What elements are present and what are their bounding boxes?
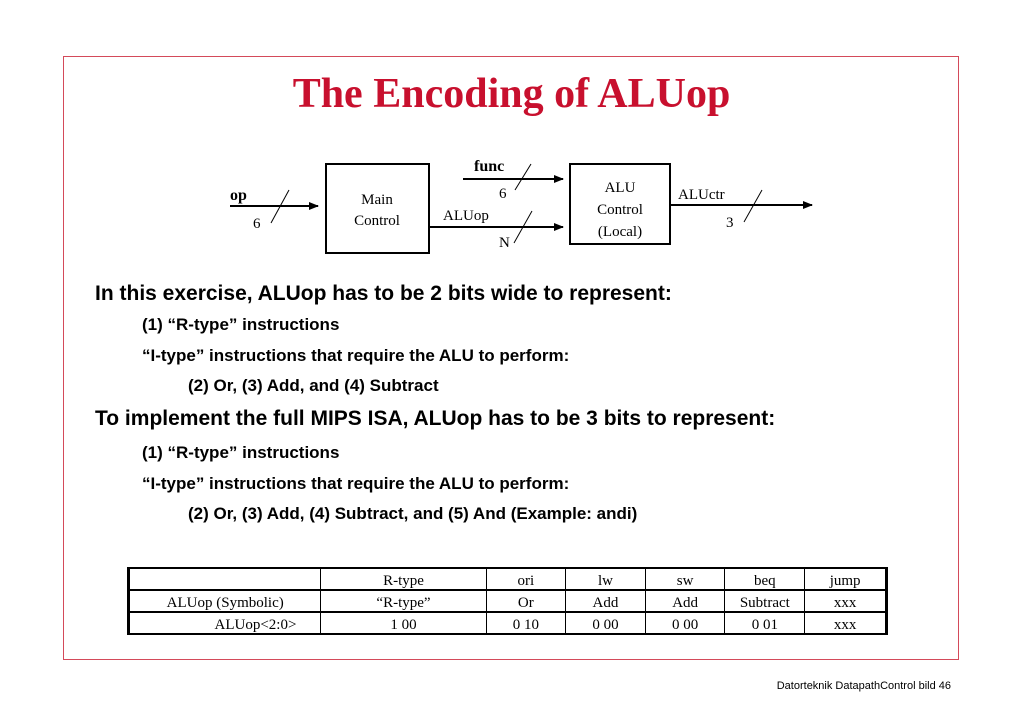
table-cell: 0 00 [644,611,726,635]
table-header-cell: jump [804,567,887,591]
body-line-3: “I-type” instructions that require the A… [142,346,570,365]
table-cell: Add [644,589,726,613]
func-width: 6 [499,186,507,202]
body-line-8: (2) Or, (3) Add, (4) Subtract, and (5) A… [188,504,638,523]
op-bus-slash [270,189,290,224]
main-control-label-1: Main [361,192,393,208]
func-label: func [474,158,504,175]
main-control-label-2: Control [354,213,400,229]
table-header-cell [127,567,322,591]
table-header-cell: sw [644,567,726,591]
table-cell: xxx [804,589,887,613]
table-row: ALUop (Symbolic) “R-type” Or Add Add Sub… [127,589,887,613]
control-diagram: op 6 Main Control func 6 ALUop N ALU Con… [230,158,813,254]
alu-control-label-1: ALU [605,180,636,196]
table-cell: 1 00 [320,611,487,635]
table-cell: xxx [804,611,887,635]
body-line-7: “I-type” instructions that require the A… [142,474,570,493]
table-cell: 0 01 [724,611,806,635]
table-cell: Add [565,589,646,613]
aluctr-width: 3 [726,215,734,231]
table-cell: 0 00 [565,611,646,635]
op-label: op [230,187,247,204]
table-header-cell: lw [565,567,646,591]
aluop-width: N [499,235,510,251]
table-row: ALUop<2:0> 1 00 0 10 0 00 0 00 0 01 xxx [127,611,887,635]
body-line-6: (1) “R-type” instructions [142,443,340,462]
op-width: 6 [253,216,261,232]
table-header-cell: R-type [320,567,487,591]
main-control-box [325,163,430,254]
table-header-cell: ori [485,567,567,591]
slide-title: The Encoding of ALUop [292,71,731,117]
aluop-encoding-table: R-type ori lw sw beq jump ALUop (Symboli… [127,567,888,635]
table-cell: Or [485,589,567,613]
alu-control-box [569,163,671,245]
body-line-1: In this exercise, ALUop has to be 2 bits… [95,282,672,305]
table-row-header: ALUop (Symbolic) [127,589,322,613]
body-line-5: To implement the full MIPS ISA, ALUop ha… [95,407,776,430]
alu-control-label-2: Control [597,202,643,218]
aluop-label: ALUop [443,208,489,224]
alu-control-label-3: (Local) [598,224,642,240]
table-cell: “R-type” [320,589,487,613]
body-line-2: (1) “R-type” instructions [142,315,340,334]
aluctr-bus-slash [743,189,763,223]
slide-frame [63,56,959,660]
body-line-4: (2) Or, (3) Add, and (4) Subtract [188,376,439,395]
aluctr-label: ALUctr [678,187,725,203]
table-cell: Subtract [724,589,806,613]
table-cell: 0 10 [485,611,567,635]
aluop-bus-slash [513,210,533,244]
func-bus-slash [514,163,532,191]
table-header-row: R-type ori lw sw beq jump [127,567,887,591]
table-row-header: ALUop<2:0> [127,611,322,635]
slide-footer: Datorteknik DatapathControl bild 46 [776,680,951,692]
table-header-cell: beq [724,567,806,591]
